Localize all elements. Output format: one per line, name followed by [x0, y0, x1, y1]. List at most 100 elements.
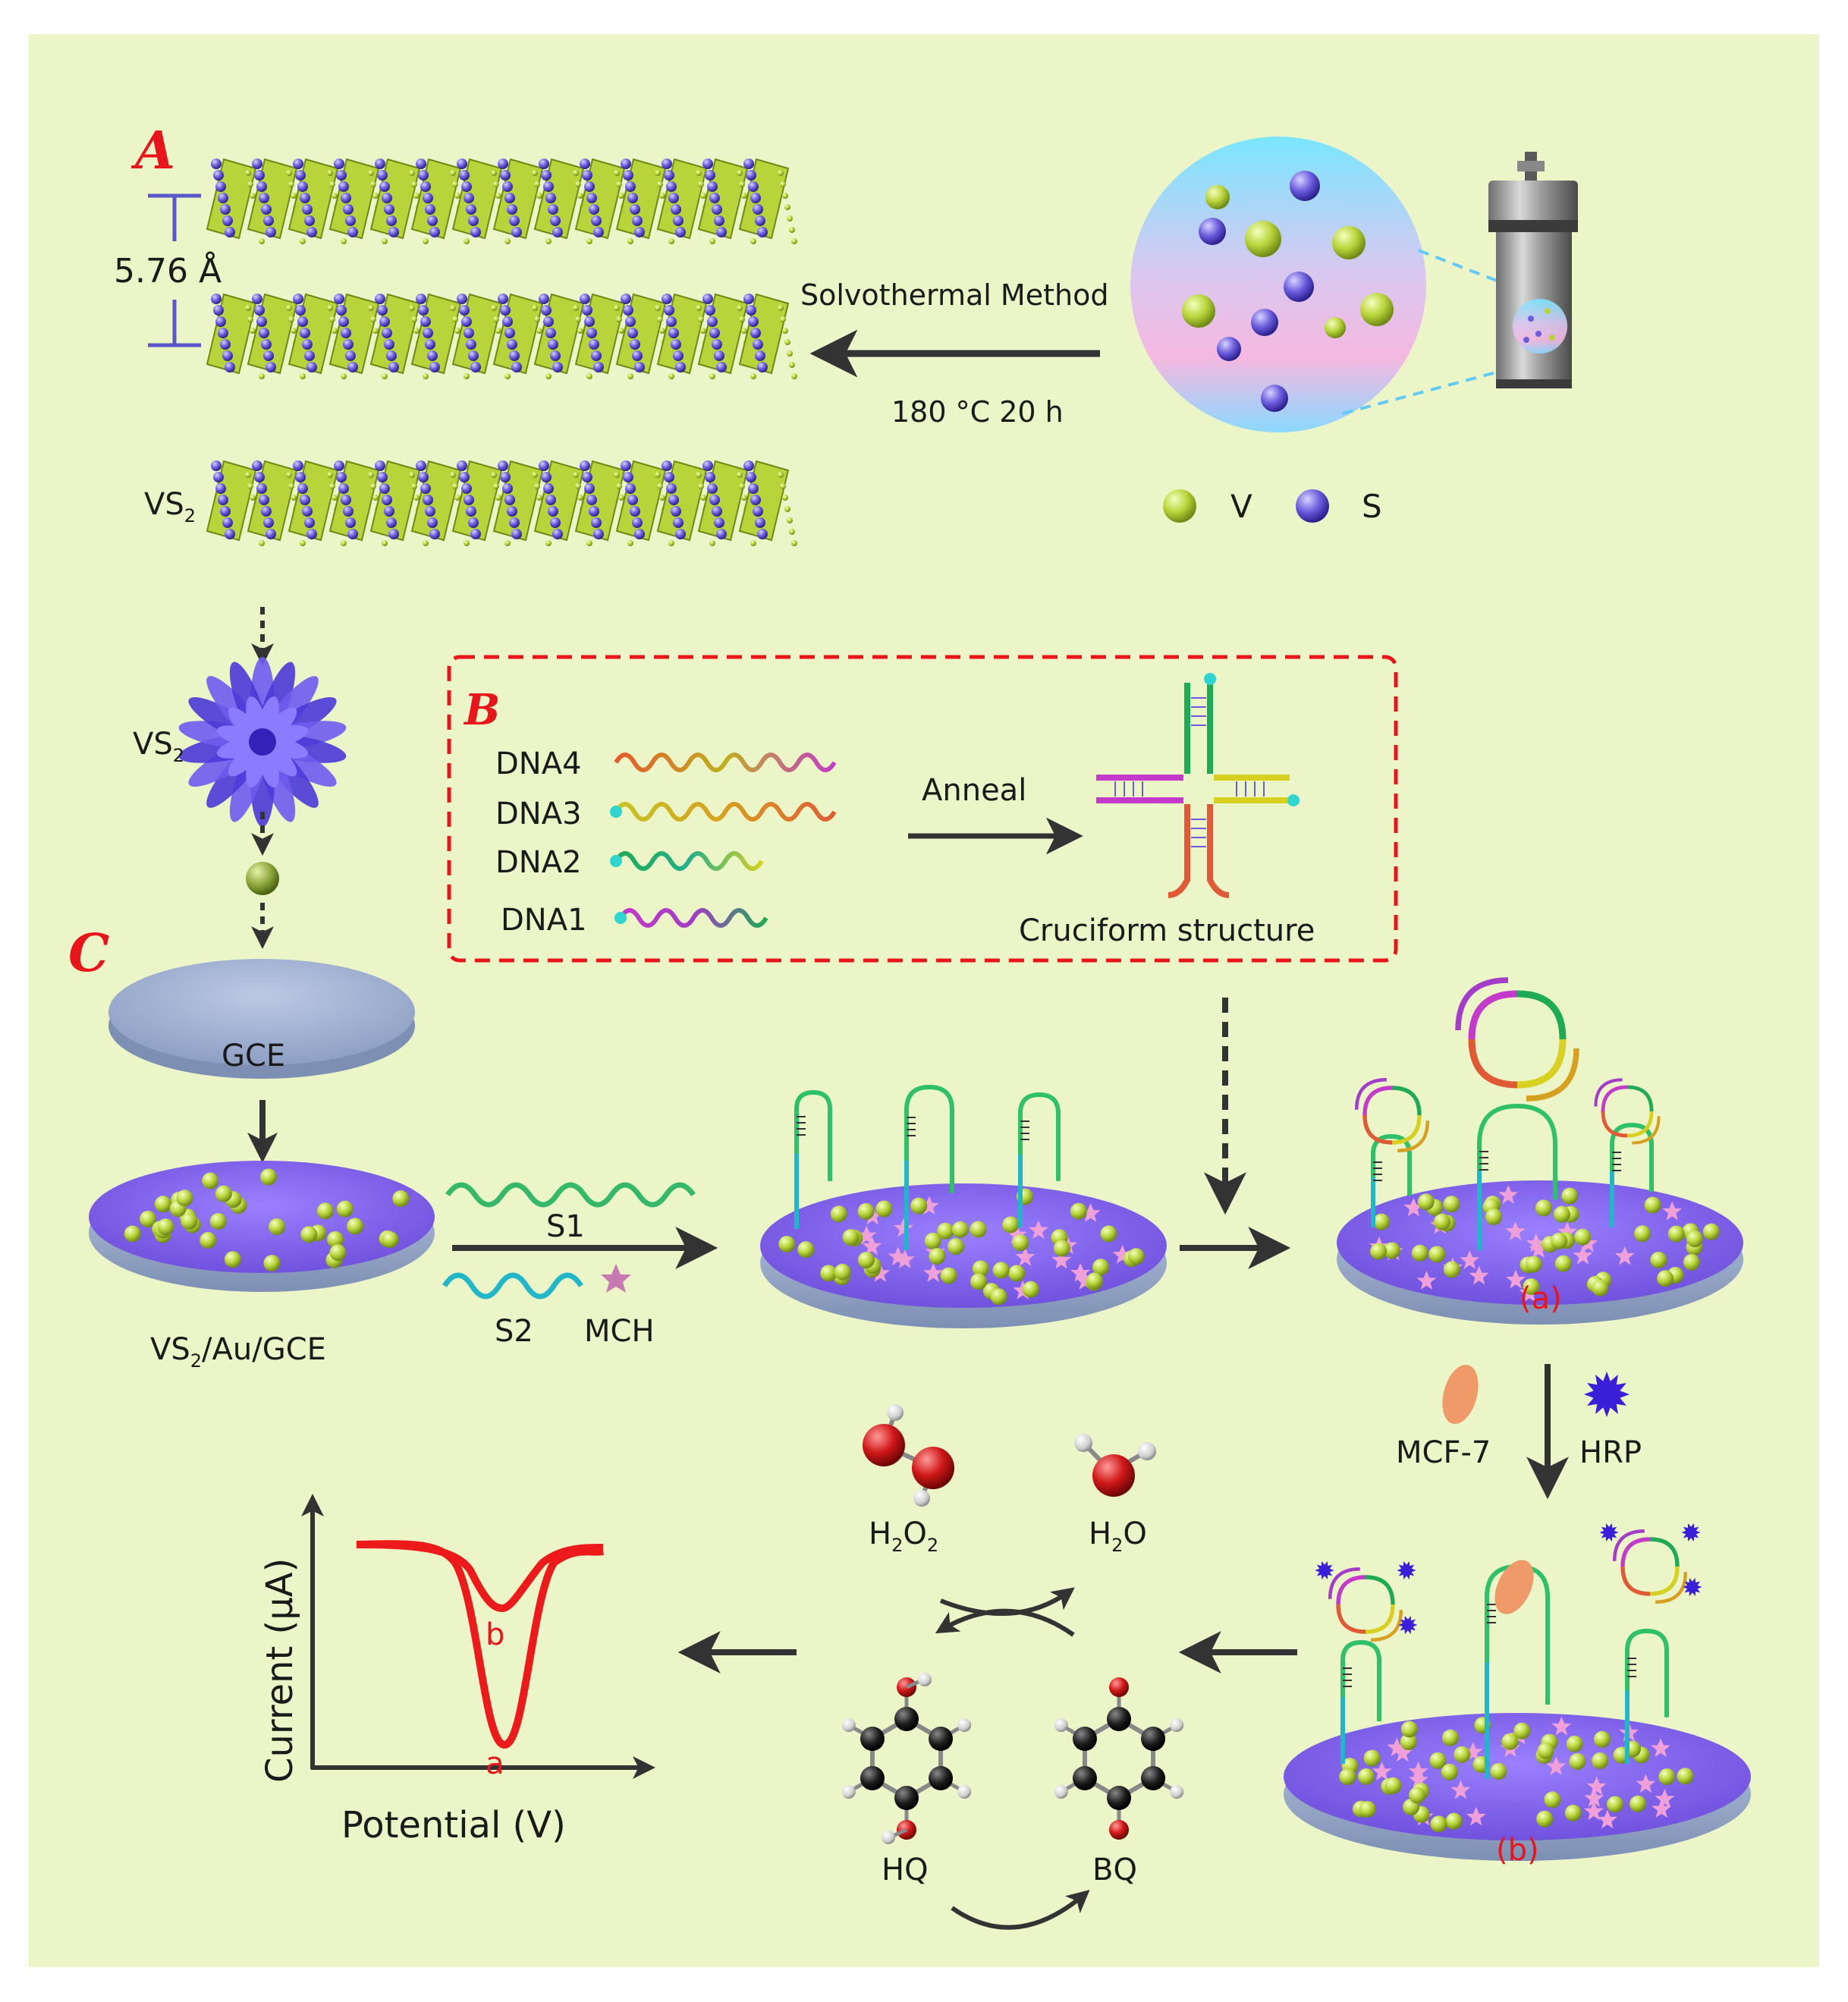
mch-molecule	[919, 1196, 939, 1215]
hrp-label: HRP	[1579, 1435, 1642, 1470]
gold-nanoparticle	[336, 1200, 354, 1218]
gold-nanoparticle	[202, 1172, 219, 1190]
mcf7-cell	[1494, 1560, 1534, 1614]
dna3-label: DNA3	[495, 797, 582, 831]
cruciform-structure	[1096, 673, 1300, 898]
gold-nanoparticle	[1022, 1281, 1039, 1298]
gold-nanoparticle	[972, 1260, 989, 1278]
gold-nanoparticle	[1485, 1208, 1503, 1225]
mch-molecule	[862, 1236, 882, 1256]
gold-nanoparticle	[940, 1267, 957, 1284]
cruciform-arm	[1168, 804, 1190, 898]
vanadium-atom	[1332, 226, 1366, 259]
h2o-label: H2O	[1089, 1516, 1147, 1556]
carbon-atom	[1107, 1786, 1131, 1810]
panel-label-b: B	[463, 685, 500, 735]
gold-nanoparticle	[797, 1241, 815, 1259]
gold-nanoparticle	[209, 1213, 227, 1230]
hairpin-probe	[904, 1084, 954, 1250]
mch-molecule	[1651, 1738, 1671, 1758]
gold-nanoparticle	[124, 1225, 141, 1243]
interlayer-spacing-label: 5.76 Å	[114, 250, 222, 291]
gold-nanoparticle	[1536, 1810, 1554, 1828]
gold-nanoparticle	[1523, 1278, 1540, 1296]
gold-nanoparticle	[1606, 1796, 1623, 1813]
gold-nanoparticle	[1644, 1196, 1661, 1214]
plot-y-axis-label: Current (μA)	[259, 1558, 301, 1783]
gold-nanoparticle	[1566, 1735, 1583, 1752]
dna-strands	[610, 753, 837, 928]
gold-nanoparticle	[1012, 1234, 1029, 1252]
hairpin-probe	[794, 1089, 832, 1229]
vs2-nanoflower-image	[178, 657, 347, 827]
gold-nanoparticle	[269, 1218, 286, 1236]
cruciform-hairpin-assemblies	[1354, 977, 1661, 1250]
gold-nanoparticle	[215, 1185, 232, 1202]
mch-molecule	[894, 1218, 914, 1237]
cruciform-assembly	[1599, 1523, 1702, 1604]
nanoflower-core	[249, 728, 276, 756]
carbon-atom	[1107, 1707, 1131, 1731]
mch-molecule	[1469, 1265, 1489, 1285]
gold-nanoparticle	[1339, 1768, 1356, 1786]
gold-nanoparticle	[246, 862, 279, 895]
mch-molecule	[1573, 1245, 1593, 1265]
hrp-enzyme	[1397, 1561, 1416, 1579]
hq-to-bq-arrow	[951, 1890, 1090, 1930]
carbon-atom	[1072, 1727, 1097, 1751]
gold-nanoparticle	[1490, 1762, 1507, 1780]
solvothermal-method-label: Solvothermal Method	[800, 278, 1108, 312]
dna-strand-dna1	[618, 908, 768, 928]
gold-nanoparticle	[1373, 1213, 1391, 1230]
gold-nanoparticle	[1428, 1246, 1446, 1263]
reaction-condition-label: 180 °C 20 h	[891, 395, 1064, 429]
gold-nanoparticle	[1359, 1800, 1376, 1818]
hrp-enzyme	[1683, 1578, 1702, 1596]
gold-nanoparticle	[1092, 1259, 1110, 1276]
carbon-atom	[1072, 1766, 1097, 1790]
oxygen-atom	[1109, 1677, 1129, 1697]
strand-end-label	[610, 855, 622, 867]
hairpin-probe	[1477, 1103, 1557, 1250]
gold-nanoparticle	[929, 1247, 946, 1265]
strand-end-label	[1204, 673, 1216, 685]
mch-molecule	[856, 1225, 877, 1245]
autoclave-atom	[1535, 331, 1542, 337]
gold-nanoparticle	[154, 1196, 171, 1213]
gold-nanoparticle	[157, 1218, 174, 1236]
gold-nanoparticle	[1384, 1777, 1402, 1794]
mch-molecule	[1652, 1799, 1672, 1818]
hairpin-probe	[1625, 1628, 1669, 1764]
gold-nanoparticle	[1501, 1733, 1519, 1750]
gold-nanoparticle	[1430, 1815, 1447, 1833]
gold-nanoparticle	[1400, 1733, 1417, 1751]
gold-nanoparticle	[347, 1218, 364, 1235]
state-b-label: (b)	[1496, 1833, 1539, 1868]
mch-molecule	[1416, 1271, 1437, 1290]
gold-nanoparticle	[1686, 1230, 1703, 1248]
zoom-link-top	[1418, 249, 1556, 305]
gold-nanoparticle	[1630, 1795, 1647, 1812]
gold-nanoparticle	[857, 1202, 875, 1220]
gold-nanoparticle	[990, 1288, 1007, 1306]
gold-nanoparticle	[1411, 1244, 1428, 1262]
dna4-label: DNA4	[495, 746, 582, 781]
mch-molecule	[1557, 1221, 1577, 1241]
gold-nanoparticle	[1008, 1265, 1026, 1282]
mch-molecule	[1463, 1742, 1483, 1762]
mch-molecule	[1112, 1245, 1133, 1264]
sulfur-atom	[1217, 337, 1241, 361]
gold-nanoparticle	[857, 1252, 875, 1269]
gold-nanoparticle	[263, 1255, 281, 1272]
legend-sulfur-sphere	[1296, 489, 1329, 523]
gold-nanoparticle	[842, 1229, 860, 1246]
carbon-atom	[1141, 1727, 1166, 1751]
gold-nanoparticle	[1677, 1768, 1694, 1785]
gold-nanoparticle	[1702, 1223, 1720, 1240]
strand-s2	[442, 1272, 583, 1300]
gold-nanoparticle	[1535, 1199, 1552, 1217]
hairpin-modified-electrode	[760, 1183, 1167, 1328]
gold-nanoparticle	[1086, 1272, 1103, 1290]
gold-nanoparticle	[1127, 1248, 1145, 1265]
